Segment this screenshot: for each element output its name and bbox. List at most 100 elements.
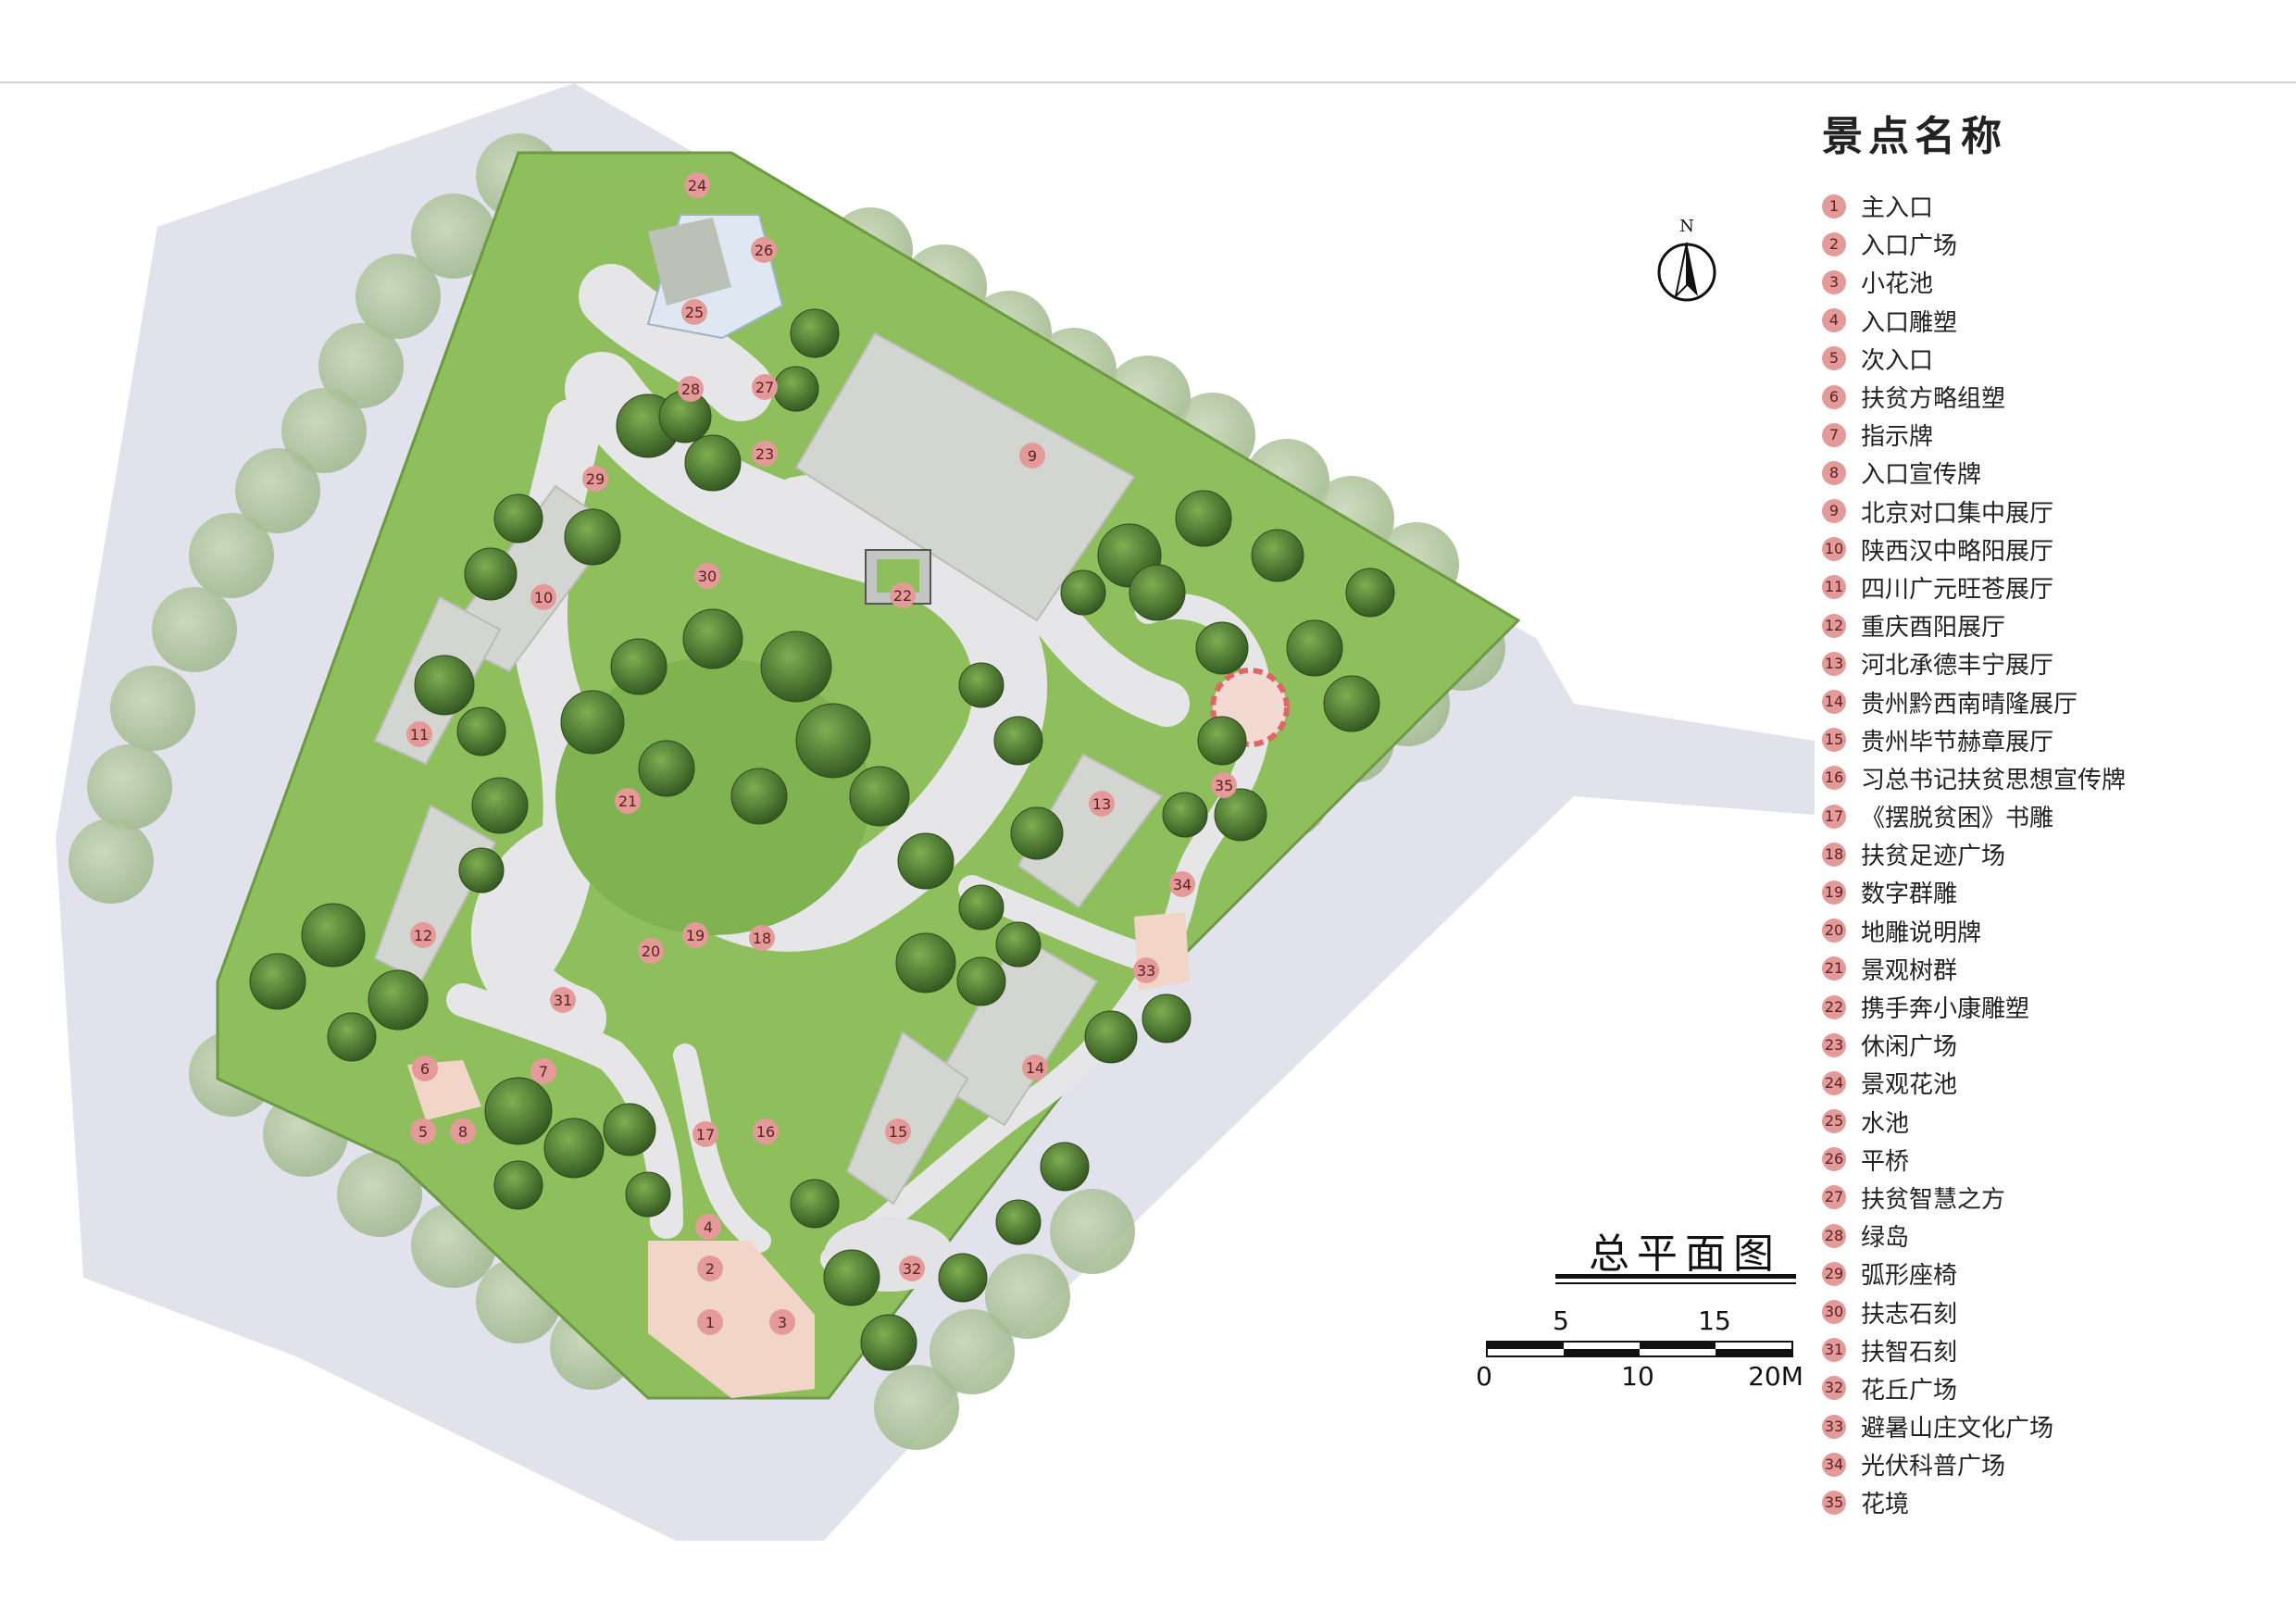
tree	[790, 1179, 840, 1229]
legend-number-badge: 2	[1822, 231, 1846, 256]
perimeter-tree	[281, 388, 367, 473]
map-marker-label: 35	[1215, 777, 1233, 794]
tree	[493, 1160, 543, 1210]
legend-number-badge: 11	[1822, 575, 1846, 600]
map-marker-label: 2	[705, 1260, 715, 1278]
legend-number-badge: 33	[1822, 1414, 1846, 1439]
legend-number-badge: 14	[1822, 690, 1846, 715]
map-marker-label: 28	[681, 381, 700, 398]
tree	[456, 706, 506, 756]
map-marker-label: 33	[1137, 962, 1155, 980]
perimeter-tree	[189, 513, 274, 598]
legend-number-badge: 21	[1822, 956, 1846, 981]
legend-item-name: 次入口	[1861, 346, 1934, 375]
legend-item-name: 北京对口集中展厅	[1861, 499, 2054, 528]
title-underline-thin	[1555, 1282, 1796, 1284]
legend-number-badge: 29	[1822, 1261, 1846, 1286]
legend-item-name: 小花池	[1861, 270, 1934, 299]
tree	[1214, 788, 1267, 842]
scale-label-10: 10	[1621, 1361, 1654, 1392]
legend-number-badge: 12	[1822, 613, 1846, 638]
map-marker-label: 30	[698, 568, 717, 585]
legend-item: 2 入口广场	[1822, 225, 2229, 263]
map-marker: 15	[885, 1118, 911, 1144]
tree	[564, 508, 621, 566]
map-marker: 27	[752, 374, 778, 400]
legend-item-name: 习总书记扶贫思想宣传牌	[1861, 766, 2127, 794]
legend-item-name: 入口广场	[1861, 232, 1958, 261]
tree	[993, 716, 1043, 766]
tree	[458, 847, 505, 893]
tree	[625, 1171, 671, 1218]
tree	[1142, 993, 1192, 1043]
tree	[471, 777, 529, 834]
legend-number-badge: 10	[1822, 537, 1846, 562]
tree	[249, 953, 306, 1010]
legend-item-name: 四川广元旺苍展厅	[1861, 575, 2054, 604]
map-marker: 30	[694, 563, 720, 589]
tree	[414, 655, 475, 716]
legend-item-name: 贵州黔西南晴隆展厅	[1861, 690, 2078, 718]
legend-item-name: 扶贫方略组塑	[1861, 385, 2006, 414]
central-lawn	[555, 657, 870, 935]
map-marker: 23	[752, 441, 778, 467]
legend-number-badge: 27	[1822, 1185, 1846, 1210]
perimeter-tree	[110, 666, 195, 751]
perimeter-tree	[337, 1152, 422, 1237]
legend-item-name: 花境	[1861, 1491, 1910, 1519]
tree	[995, 1199, 1042, 1245]
legend-number-badge: 3	[1822, 269, 1846, 294]
legend-item-name: 弧形座椅	[1861, 1262, 1958, 1291]
map-marker: 22	[890, 582, 916, 608]
map-marker-label: 12	[414, 927, 432, 944]
map-marker-label: 24	[688, 177, 706, 194]
legend-item: 11 四川广元旺苍展厅	[1822, 568, 2229, 606]
map-marker: 2	[697, 1255, 723, 1281]
legend-item-name: 入口雕塑	[1861, 308, 1958, 337]
legend-item-name: 《摆脱贫困》书雕	[1861, 805, 2054, 833]
legend-item-name: 数字群雕	[1861, 881, 1958, 909]
map-marker-label: 26	[755, 242, 773, 259]
map-marker-label: 21	[618, 793, 637, 810]
legend-number-badge: 19	[1822, 880, 1846, 905]
tree	[301, 903, 366, 968]
map-marker: 33	[1133, 957, 1159, 983]
tree	[958, 662, 1004, 708]
map-marker: 3	[769, 1309, 795, 1335]
perimeter-tree	[985, 1254, 1070, 1339]
legend-title: 景点名称	[1822, 113, 2007, 160]
tree	[849, 766, 910, 827]
tree	[1323, 675, 1380, 732]
map-marker-label: 29	[586, 470, 605, 488]
legend-number-badge: 23	[1822, 1032, 1846, 1057]
map-marker: 31	[550, 987, 576, 1013]
perimeter-tree	[69, 818, 154, 904]
map-marker-label: 1	[705, 1314, 715, 1331]
map-marker-label: 3	[778, 1314, 787, 1331]
legend-item: 3 小花池	[1822, 263, 2229, 301]
tree	[956, 956, 1006, 1006]
legend-item-name: 陕西汉中略阳展厅	[1861, 537, 2054, 566]
map-marker: 17	[693, 1121, 718, 1147]
tree	[1175, 490, 1232, 547]
map-marker: 16	[753, 1118, 779, 1144]
tree	[1040, 1142, 1090, 1192]
legend-item-name: 地雕说明牌	[1861, 918, 1982, 947]
map-marker-label: 22	[893, 587, 912, 605]
tree	[464, 547, 518, 601]
legend-number-badge: 16	[1822, 766, 1846, 791]
